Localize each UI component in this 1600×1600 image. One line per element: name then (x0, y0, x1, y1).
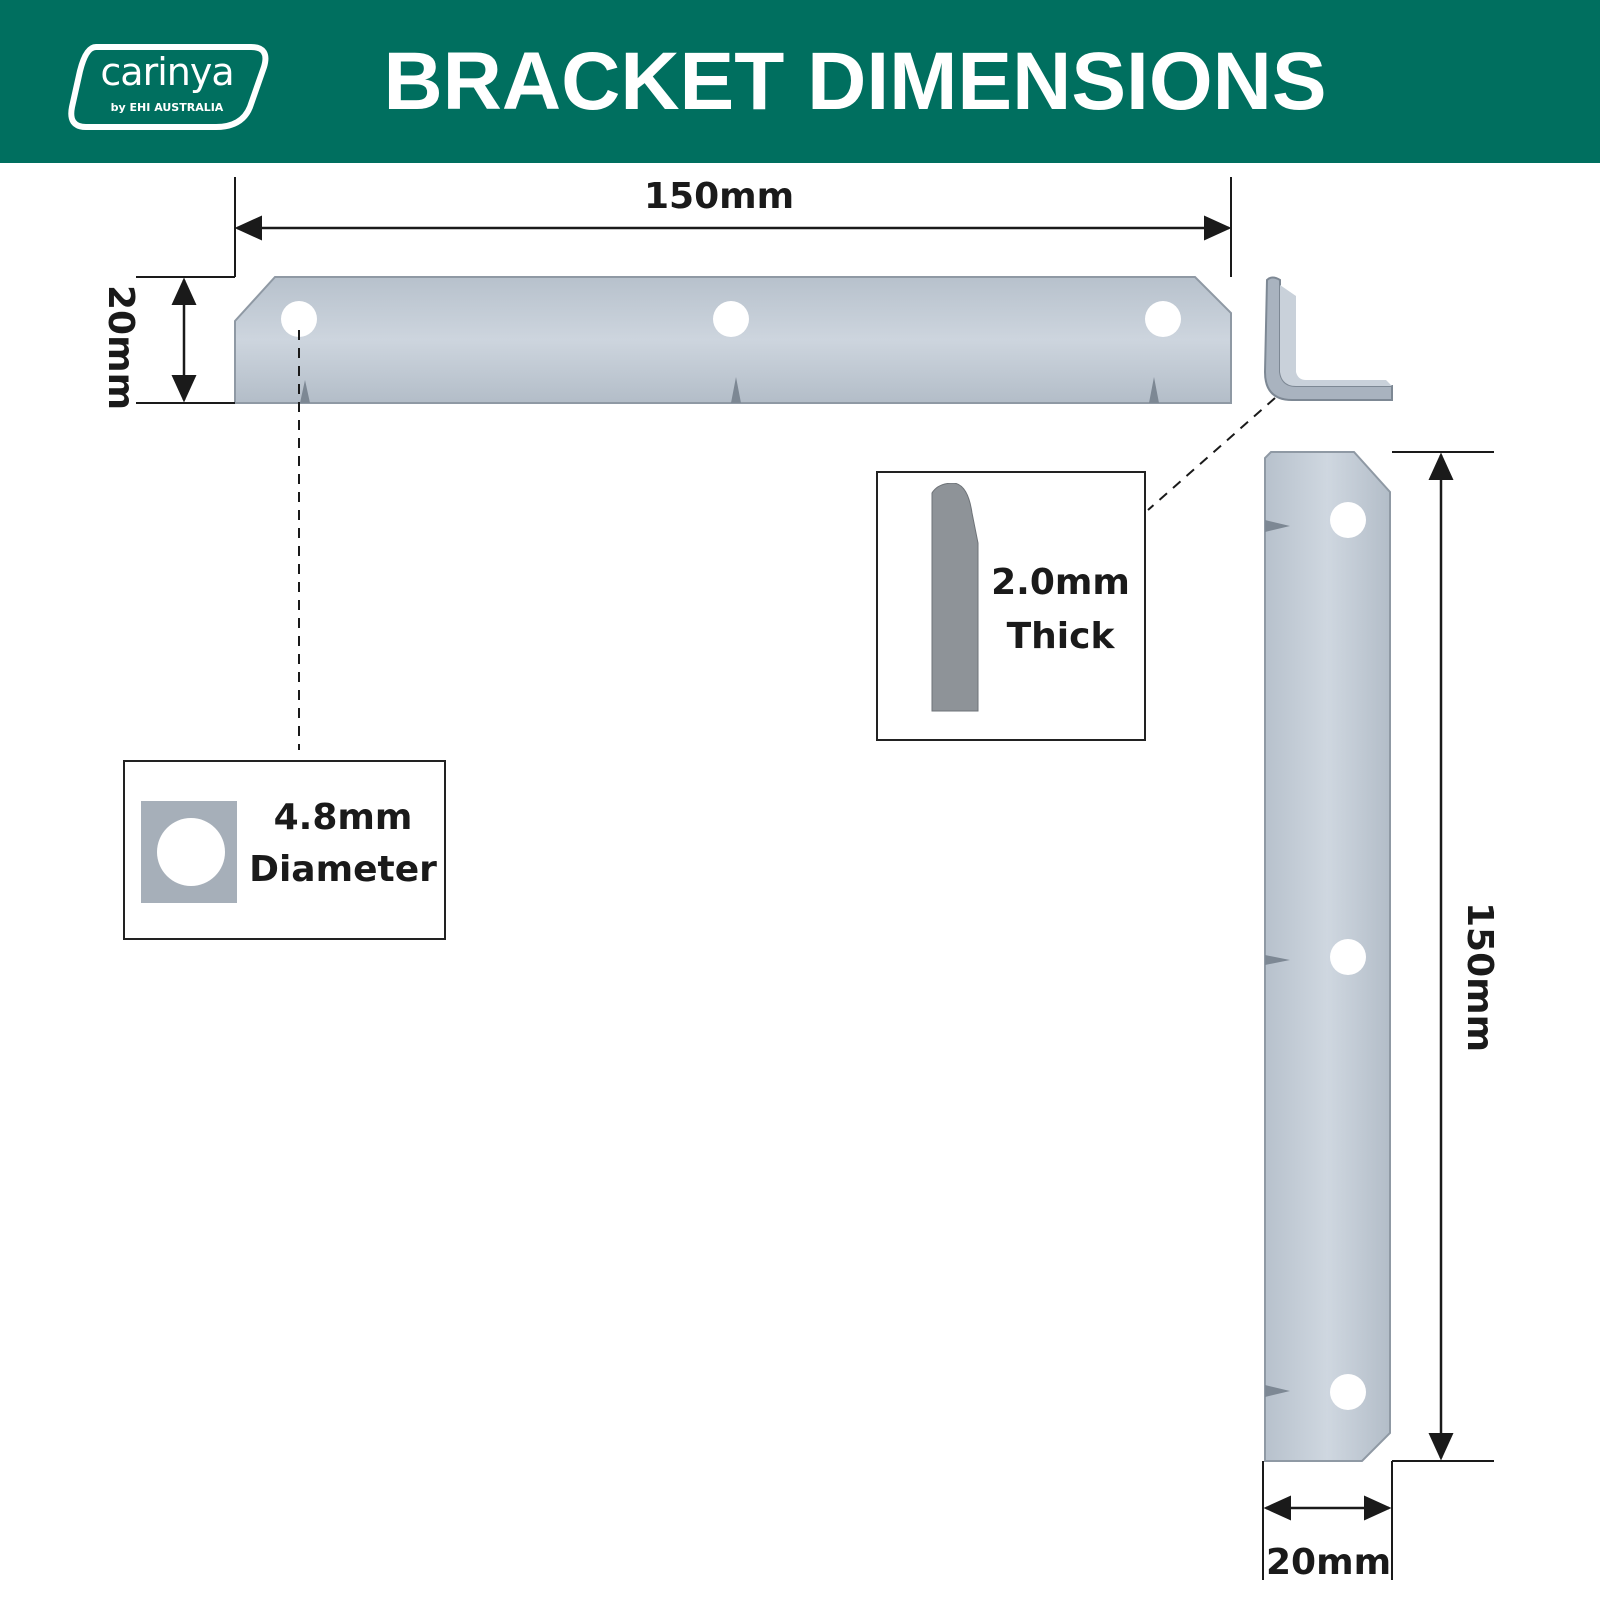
page-title: BRACKET DIMENSIONS (383, 36, 1327, 127)
horizontal-bracket (234, 276, 1232, 404)
carinya-logo (66, 41, 270, 131)
side-length-label: 150mm (1459, 902, 1500, 1053)
thickness-text: Thick (1006, 616, 1115, 657)
hole-diameter-value: 4.8mm (273, 797, 413, 838)
side-width-label: 20mm (1266, 1542, 1392, 1583)
bracket-hole (281, 301, 317, 337)
thickness-swatch-icon (931, 483, 979, 712)
bracket-hole (1330, 1374, 1366, 1410)
bracket-hole (1330, 939, 1366, 975)
logo-brand-text: carinya (100, 50, 234, 94)
hole-diameter-callout: 4.8mm Diameter (123, 760, 446, 940)
top-width-label: 20mm (100, 285, 141, 411)
top-length-label: 150mm (644, 176, 795, 217)
bracket-hole (1330, 502, 1366, 538)
logo-tagline: by EHI AUSTRALIA (110, 101, 224, 114)
hole-diameter-text: Diameter (249, 849, 437, 890)
header-banner (0, 0, 1600, 163)
bracket-hole (713, 301, 749, 337)
hole-swatch-icon (141, 801, 237, 903)
vertical-bracket (1264, 451, 1391, 1462)
thickness-value: 2.0mm (991, 562, 1130, 603)
bracket-profile (1263, 276, 1393, 401)
bracket-hole (1145, 301, 1181, 337)
thickness-callout: 2.0mm Thick (876, 471, 1146, 741)
